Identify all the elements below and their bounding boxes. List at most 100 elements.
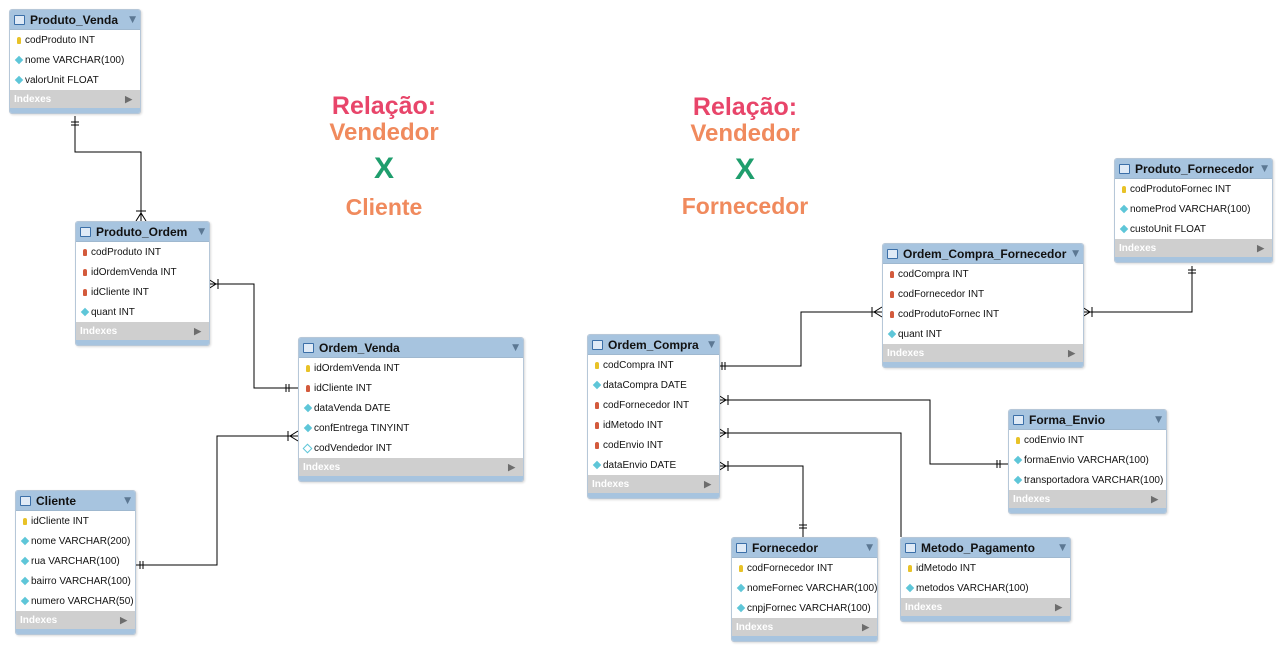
column-row[interactable]: nome VARCHAR(200): [16, 531, 135, 551]
relationship-line: [718, 465, 804, 537]
one-mark: [996, 460, 1001, 468]
column-row[interactable]: dataVenda DATE: [299, 398, 523, 418]
indexes-section[interactable]: Indexes▶: [16, 611, 135, 629]
expand-arrow-icon[interactable]: ▶: [1055, 601, 1062, 612]
column-row[interactable]: idCliente INT: [16, 511, 135, 531]
expand-arrow-icon[interactable]: ▶: [120, 614, 127, 625]
column-row[interactable]: idOrdemVenda INT: [76, 262, 209, 282]
collapse-arrow-icon[interactable]: ▼: [1155, 414, 1162, 425]
column-row[interactable]: codFornecedor INT: [588, 395, 719, 415]
column-diamond-icon: [14, 55, 23, 65]
indexes-section[interactable]: Indexes▶: [76, 322, 209, 340]
column-row[interactable]: codProduto INT: [10, 30, 140, 50]
column-row[interactable]: idMetodo INT: [588, 415, 719, 435]
indexes-section[interactable]: Indexes ▶: [588, 475, 719, 493]
collapse-arrow-icon[interactable]: ▼: [1072, 248, 1079, 259]
table-header[interactable]: Ordem_Compra▼: [588, 335, 719, 355]
column-row[interactable]: nomeProd VARCHAR(100): [1115, 199, 1272, 219]
table-header[interactable]: Produto_Ordem ▼: [76, 222, 209, 242]
column-row[interactable]: idCliente INT: [76, 282, 209, 302]
column-row[interactable]: codFornecedor INT: [732, 558, 877, 578]
table-header[interactable]: Forma_Envio▼: [1009, 410, 1166, 430]
indexes-section[interactable]: Indexes▶: [901, 598, 1070, 616]
column-row[interactable]: codProduto INT: [76, 242, 209, 262]
column-row[interactable]: codEnvio INT: [1009, 430, 1166, 450]
table-header[interactable]: Ordem_Compra_Fornecedor▼: [883, 244, 1083, 264]
table-header[interactable]: Ordem_Venda▼: [299, 338, 523, 358]
column-row[interactable]: codVendedor INT: [299, 438, 523, 458]
column-row[interactable]: quant INT: [76, 302, 209, 322]
expand-arrow-icon[interactable]: ▶: [1068, 347, 1075, 358]
column-row[interactable]: metodos VARCHAR(100): [901, 578, 1070, 598]
column-row[interactable]: confEntrega TINYINT: [299, 418, 523, 438]
column-row[interactable]: custoUnit FLOAT: [1115, 219, 1272, 239]
collapse-arrow-icon[interactable]: ▼: [1261, 163, 1268, 174]
column-row[interactable]: dataCompra DATE: [588, 375, 719, 395]
column-row[interactable]: nome VARCHAR(100): [10, 50, 140, 70]
expand-arrow-icon[interactable]: ▶: [1151, 493, 1158, 504]
column-row[interactable]: codCompra INT: [883, 264, 1083, 284]
expand-arrow-icon[interactable]: ▶: [704, 478, 711, 489]
indexes-section[interactable]: Indexes▶: [299, 458, 523, 476]
collapse-arrow-icon[interactable]: ▼: [866, 542, 873, 553]
collapse-arrow-icon[interactable]: ▼: [129, 14, 136, 25]
indexes-section[interactable]: Indexes▶: [10, 90, 140, 108]
column-row[interactable]: bairro VARCHAR(100): [16, 571, 135, 591]
indexes-section[interactable]: Indexes▶: [883, 344, 1083, 362]
table-footer: [1009, 508, 1166, 513]
table-header[interactable]: Metodo_Pagamento▼: [901, 538, 1070, 558]
collapse-arrow-icon[interactable]: ▼: [708, 339, 715, 350]
expand-arrow-icon[interactable]: ▶: [1257, 242, 1264, 253]
table-header[interactable]: Cliente▼: [16, 491, 135, 511]
indexes-label: Indexes: [592, 478, 630, 490]
column-row[interactable]: nomeFornec VARCHAR(100): [732, 578, 877, 598]
table-header[interactable]: Fornecedor▼: [732, 538, 877, 558]
table-footer: [901, 616, 1070, 621]
expand-arrow-icon[interactable]: ▶: [508, 461, 515, 472]
column-row[interactable]: valorUnit FLOAT: [10, 70, 140, 90]
column-row[interactable]: dataEnvio DATE: [588, 455, 719, 475]
table-header[interactable]: Produto_Venda▼: [10, 10, 140, 30]
collapse-arrow-icon[interactable]: ▼: [1059, 542, 1066, 553]
collapse-arrow-icon[interactable]: ▼: [124, 495, 131, 506]
indexes-section[interactable]: Indexes▶: [732, 618, 877, 636]
column-row[interactable]: numero VARCHAR(50): [16, 591, 135, 611]
foreign-key-icon: [592, 421, 601, 429]
column-label: idMetodo INT: [603, 419, 664, 431]
column-row[interactable]: codEnvio INT: [588, 435, 719, 455]
column-label: confEntrega TINYINT: [314, 422, 410, 434]
expand-arrow-icon[interactable]: ▶: [194, 325, 201, 336]
column-row[interactable]: cnpjFornec VARCHAR(100): [732, 598, 877, 618]
table-header[interactable]: Produto_Fornecedor▼: [1115, 159, 1272, 179]
indexes-section[interactable]: Indexes▶: [1009, 490, 1166, 508]
expand-arrow-icon[interactable]: ▶: [125, 93, 132, 104]
collapse-arrow-icon[interactable]: ▼: [512, 342, 519, 353]
column-row[interactable]: idMetodo INT: [901, 558, 1070, 578]
column-row[interactable]: quant INT: [883, 324, 1083, 344]
column-row[interactable]: idCliente INT: [299, 378, 523, 398]
indexes-section[interactable]: Indexes▶: [1115, 239, 1272, 257]
collapse-arrow-icon[interactable]: ▼: [198, 226, 205, 237]
column-row[interactable]: codProdutoFornec INT: [1115, 179, 1272, 199]
column-row[interactable]: codFornecedor INT: [883, 284, 1083, 304]
column-row[interactable]: transportadora VARCHAR(100): [1009, 470, 1166, 490]
table-title: Produto_Ordem: [96, 224, 188, 239]
expand-arrow-icon[interactable]: ▶: [862, 621, 869, 632]
heading-left-entity-b: Cliente: [345, 194, 423, 220]
column-row[interactable]: codProdutoFornec INT: [883, 304, 1083, 324]
column-row[interactable]: formaEnvio VARCHAR(100): [1009, 450, 1166, 470]
column-row[interactable]: idOrdemVenda INT: [299, 358, 523, 378]
column-row[interactable]: rua VARCHAR(100): [16, 551, 135, 571]
column-row[interactable]: codCompra INT: [588, 355, 719, 375]
column-label: valorUnit FLOAT: [25, 74, 99, 86]
